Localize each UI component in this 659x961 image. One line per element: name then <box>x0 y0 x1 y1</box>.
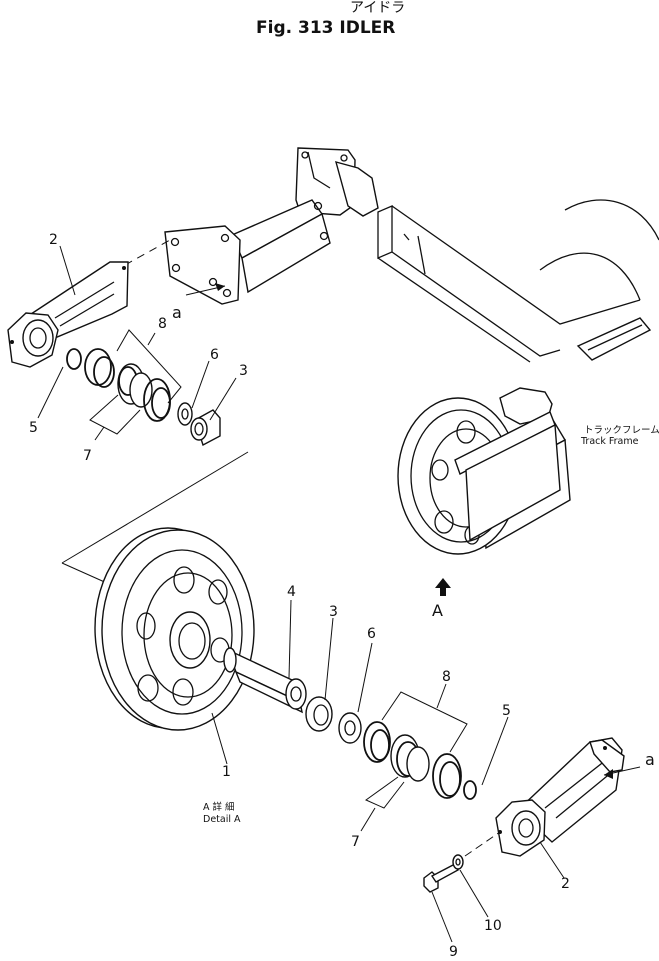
callout-upper-6: 6 <box>210 347 219 363</box>
callout-upper-8: 8 <box>158 316 167 332</box>
view-arrow <box>435 578 451 596</box>
callout-upper-7: 7 <box>83 448 92 464</box>
shaft-part-4 <box>223 647 307 714</box>
callout-lower-9: 9 <box>449 944 458 956</box>
upper-seal-parts <box>66 348 221 447</box>
lower-seal-parts <box>305 696 477 800</box>
ref-a-right: a <box>645 750 655 769</box>
label-track-frame-jp: トラックフレーム <box>584 425 659 436</box>
callout-lower-5: 5 <box>502 703 511 719</box>
callout-lower-4: 4 <box>287 584 296 600</box>
figure-title: Fig. 313 IDLER <box>256 18 395 38</box>
callout-lower-7: 7 <box>351 834 360 850</box>
ref-view-a: A <box>432 601 443 620</box>
ref-a-upper: a <box>172 303 182 322</box>
label-detail-a: Detail A <box>203 814 241 825</box>
label-track-frame: Track Frame <box>580 436 639 447</box>
callout-upper-3: 3 <box>239 363 248 379</box>
callout-lower-2: 2 <box>561 876 570 892</box>
idler-wheel-part-1 <box>94 527 255 731</box>
bolt-and-washer <box>423 831 501 893</box>
upper-callout-leaders <box>37 245 237 441</box>
upper-yoke-assembly <box>124 147 379 305</box>
callout-lower-1: 1 <box>222 764 231 780</box>
callout-lower-6: 6 <box>367 626 376 642</box>
callout-lower-10: 10 <box>484 918 502 934</box>
callout-upper-5: 5 <box>29 420 38 436</box>
callout-upper-2: 2 <box>49 232 58 248</box>
label-detail-a-jp: A 詳 細 <box>203 801 235 813</box>
lower-arm-part-2 <box>495 737 625 857</box>
upper-arm-part-2 <box>7 261 129 368</box>
callout-lower-3: 3 <box>329 604 338 620</box>
track-idler-wheel <box>397 397 561 555</box>
title-japanese: アイドラ <box>350 0 405 16</box>
lower-callout-leaders <box>211 599 641 943</box>
callout-lower-8: 8 <box>442 669 451 685</box>
